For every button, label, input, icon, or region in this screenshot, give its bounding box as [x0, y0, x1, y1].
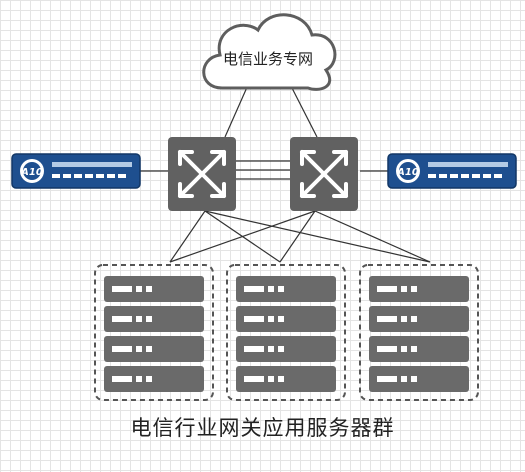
server-unit	[236, 306, 336, 332]
switch-icon	[300, 150, 348, 198]
link-mesh	[204, 210, 431, 263]
link-cloud-switch-left	[224, 84, 249, 138]
connection-lines	[140, 84, 431, 263]
server-unit	[236, 336, 336, 362]
link-mesh	[169, 210, 316, 263]
switch-icon	[178, 150, 226, 198]
server-unit	[369, 306, 469, 332]
server-unit	[369, 276, 469, 302]
server-unit	[104, 366, 204, 392]
load-balancer-right: A10	[387, 153, 517, 189]
server-group-2	[226, 264, 346, 401]
server-unit	[369, 366, 469, 392]
lb-badge: A10	[396, 167, 419, 178]
server-unit	[104, 336, 204, 362]
load-balancer-left: A10	[11, 153, 141, 189]
server-group-1	[94, 264, 214, 401]
server-unit	[236, 276, 336, 302]
server-unit	[104, 276, 204, 302]
link-mesh	[169, 210, 206, 263]
server-unit	[104, 306, 204, 332]
server-group-3	[359, 264, 479, 401]
server-group-title: 电信行业网关应用服务器群	[130, 416, 395, 440]
link-mesh	[314, 210, 431, 263]
cloud-label: 电信业务专网	[223, 50, 313, 68]
lb-badge: A10	[20, 167, 43, 178]
link-cloud-switch-right	[291, 87, 318, 138]
server-unit	[236, 366, 336, 392]
link-mesh	[279, 210, 316, 263]
switch-left	[168, 137, 236, 211]
cloud-icon: 电信业务专网	[202, 13, 337, 91]
switch-right	[290, 137, 358, 211]
server-unit	[369, 336, 469, 362]
